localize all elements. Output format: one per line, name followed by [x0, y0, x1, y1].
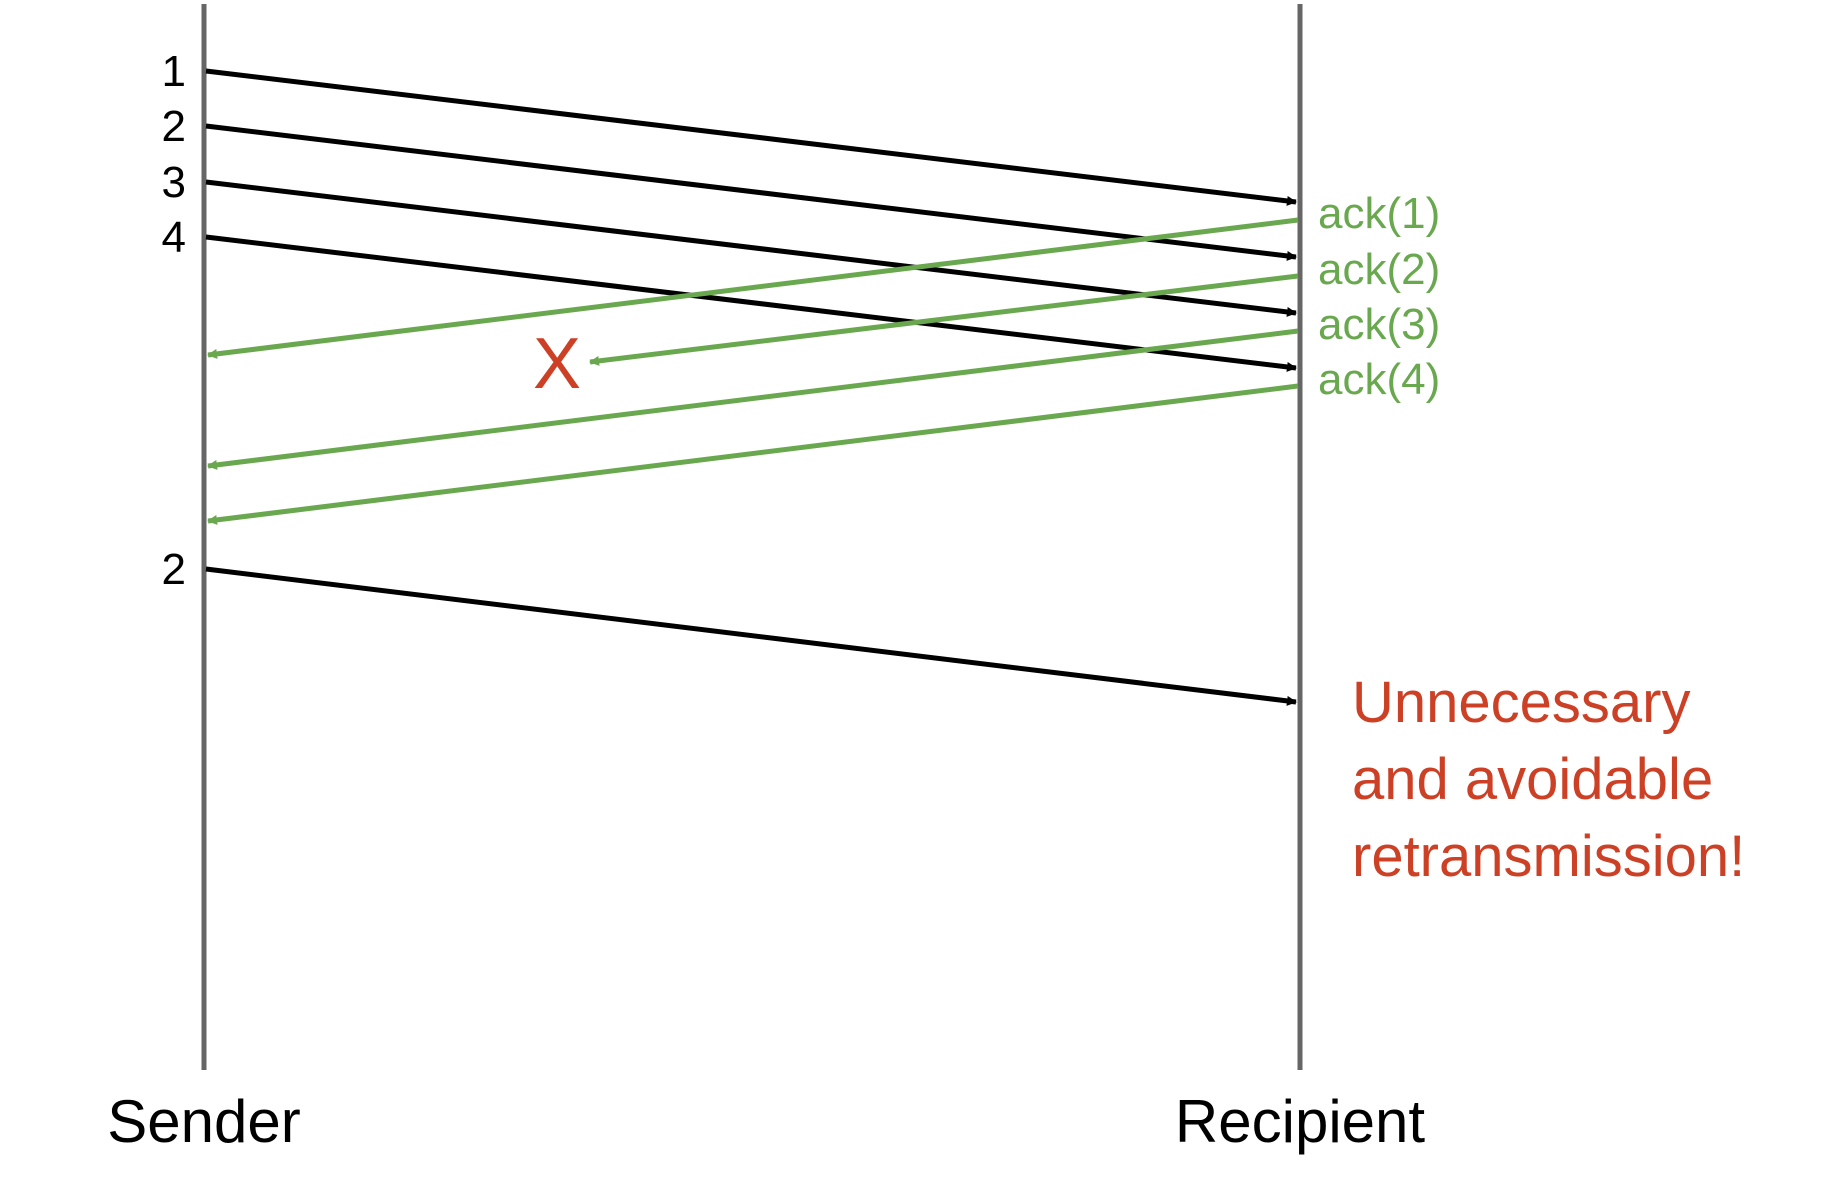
packet-arrow-4 — [205, 234, 1297, 372]
ack-label-1: ack(1) — [1318, 189, 1440, 238]
retransmit-label: 2 — [162, 545, 186, 594]
ack-label-2: ack(2) — [1318, 245, 1440, 294]
ack-arrow-1 — [207, 217, 1299, 359]
ack-label-3: ack(3) — [1318, 300, 1440, 349]
recipient-label: Recipient — [1175, 1088, 1425, 1155]
packet-arrows — [205, 68, 1297, 706]
note-line-3: retransmission! — [1352, 824, 1745, 889]
ack-arrow-2 — [589, 273, 1299, 366]
note-line-1: Unnecessary — [1352, 670, 1690, 735]
ack-label-4: ack(4) — [1318, 355, 1440, 404]
note-line-2: and avoidable — [1352, 747, 1713, 812]
packet-arrow-2 — [205, 123, 1297, 261]
ack-arrow-4 — [207, 383, 1299, 525]
packet-label-2: 2 — [162, 102, 186, 151]
sender-label: Sender — [107, 1088, 300, 1155]
packet-label-3: 3 — [162, 158, 186, 207]
packet-arrow-3 — [205, 179, 1297, 317]
lost-ack-marker: X — [533, 324, 581, 404]
ack-arrows — [207, 217, 1299, 525]
packet-label-1: 1 — [162, 47, 186, 96]
ack-arrow-3 — [207, 328, 1299, 470]
retransmit-arrow — [205, 566, 1297, 706]
packet-label-4: 4 — [162, 213, 186, 262]
packet-arrow-1 — [205, 68, 1297, 206]
